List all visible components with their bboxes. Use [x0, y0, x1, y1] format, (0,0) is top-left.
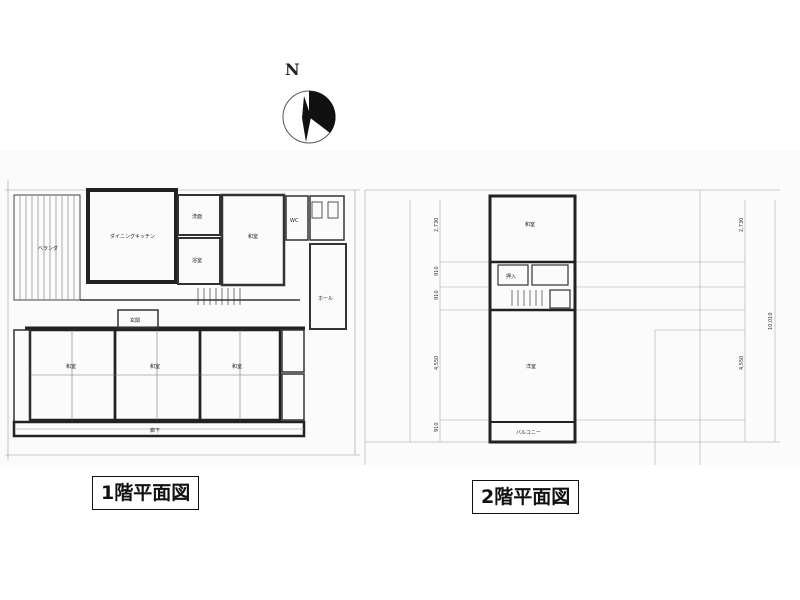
north-label: N: [285, 60, 300, 79]
floor1-room-veranda: ベランダ: [38, 245, 58, 252]
floor2-label: 2階平面図: [472, 480, 580, 514]
floor1-room-center: 和室: [150, 363, 160, 370]
floor2-dim-4: 4,550: [434, 356, 440, 370]
floor2-dim-2: 910: [434, 266, 440, 276]
floor2-dim-1-right: 2,730: [739, 218, 745, 232]
floor2-room-closet: 押入: [506, 273, 516, 280]
floor1-room-west: 和室: [66, 363, 76, 370]
floor1-label: 1階平面図: [92, 476, 200, 510]
floor2-dim-3: 910: [434, 290, 440, 300]
floor2-room-balcony: バルコニー: [516, 430, 541, 436]
floor2-dim-total: 10,010: [768, 313, 774, 331]
floor1-room-corridor: 廊下: [150, 427, 160, 434]
floor2-plan: [364, 189, 780, 465]
floor1-room-hall: ホール: [318, 296, 333, 302]
floor2-dim-5: 910: [434, 422, 440, 432]
floor2-room-north: 和室: [525, 221, 535, 228]
floor1-room-washroom: 洗面: [192, 213, 202, 220]
floor1-room-entrance: 玄関: [130, 317, 140, 324]
floor1-room-east: 和室: [232, 363, 242, 370]
floor1-room-dining: ダイニングキッチン: [110, 233, 155, 240]
floor1-room-japanese-east: 和室: [248, 233, 258, 240]
floor2-dim-4-right: 4,550: [739, 356, 745, 370]
floor1-room-wc: WC: [290, 218, 299, 224]
floor1-plan: [5, 180, 360, 460]
north-arrow-icon: [282, 90, 336, 144]
floor2-dim-1: 2,730: [434, 218, 440, 232]
floor2-room-south: 洋室: [526, 363, 536, 370]
floor1-room-bath: 浴室: [192, 257, 202, 264]
